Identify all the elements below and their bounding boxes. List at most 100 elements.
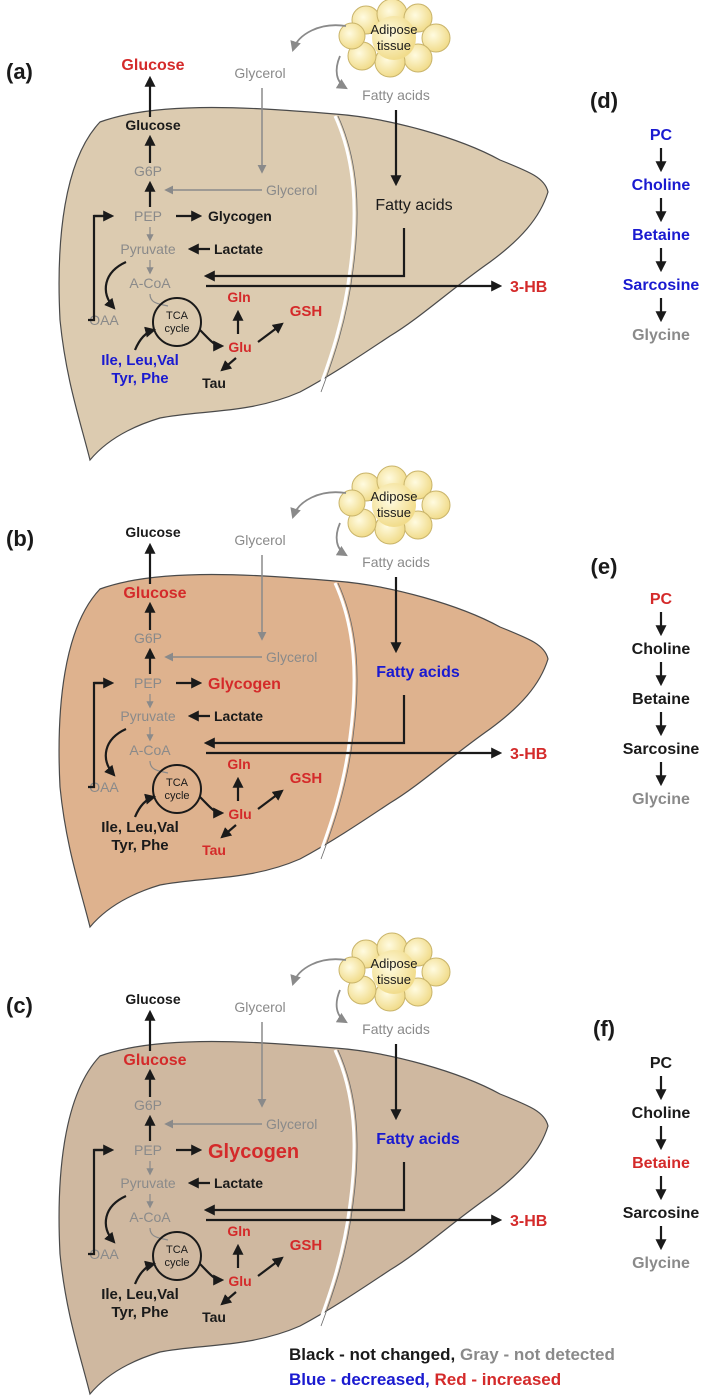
fatty-acids-in: Fatty acids <box>376 664 460 681</box>
amino-acids-line1: Ile, Leu,Val <box>101 1286 179 1303</box>
glycine: Glycine <box>632 327 690 344</box>
panel-b-tag: (b) <box>6 526 34 551</box>
fatty-acids-out: Fatty acids <box>362 1021 430 1037</box>
tca-label-line2: cycle <box>164 1257 189 1269</box>
glycerol-out: Glycerol <box>234 999 285 1015</box>
amino-acids-line2: Tyr, Phe <box>111 370 168 387</box>
pathway-d: (d) PC Choline Betaine Sarcosine Glycine <box>590 88 699 344</box>
3hb: 3-HB <box>510 746 547 763</box>
sarcosine: Sarcosine <box>623 741 700 758</box>
panel-a: (a) Adipose tissue Glycerol Fatty acids … <box>6 0 549 462</box>
adipose-tissue-b: Adipose tissue <box>338 465 451 545</box>
adipose-label-line2: tissue <box>377 505 411 520</box>
gsh: GSH <box>290 303 323 320</box>
pep: PEP <box>134 208 162 224</box>
g6p: G6P <box>134 163 162 179</box>
glycerol-out: Glycerol <box>234 65 285 81</box>
amino-acids-line2: Tyr, Phe <box>111 1304 168 1321</box>
fatty-acids-out: Fatty acids <box>362 554 430 570</box>
sarcosine: Sarcosine <box>623 277 700 294</box>
amino-acids-line1: Ile, Leu,Val <box>101 352 179 369</box>
fatty-acids-in: Fatty acids <box>375 197 452 214</box>
glycogen: Glycogen <box>208 1141 299 1163</box>
adipose-label-line2: tissue <box>377 972 411 987</box>
betaine: Betaine <box>632 1155 690 1172</box>
tau: Tau <box>202 1309 226 1325</box>
pyruvate: Pyruvate <box>120 1175 175 1191</box>
oaa: OAA <box>89 312 119 328</box>
glucose-out: Glucose <box>121 57 184 74</box>
amino-acids-line2: Tyr, Phe <box>111 837 168 854</box>
glu: Glu <box>228 806 251 822</box>
pep: PEP <box>134 1142 162 1158</box>
tau: Tau <box>202 375 226 391</box>
tca-label-line1: TCA <box>166 777 189 789</box>
glycine: Glycine <box>632 1255 690 1272</box>
acoa: A-CoA <box>129 1209 171 1225</box>
lactate: Lactate <box>214 708 263 724</box>
acoa: A-CoA <box>129 275 171 291</box>
glycerol-out: Glycerol <box>234 532 285 548</box>
g6p: G6P <box>134 1097 162 1113</box>
legend: Black - not changed, Gray - not detected… <box>289 1345 615 1389</box>
gsh: GSH <box>290 770 323 787</box>
liver-shape-c <box>58 1040 549 1396</box>
lactate: Lactate <box>214 1175 263 1191</box>
glycerol-in: Glycerol <box>266 182 317 198</box>
betaine: Betaine <box>632 227 690 244</box>
adipose-tissue-a: Adipose tissue <box>338 0 451 78</box>
3hb: 3-HB <box>510 279 547 296</box>
pyruvate: Pyruvate <box>120 708 175 724</box>
legend-red: Red - increased <box>430 1370 561 1389</box>
choline: Choline <box>632 1105 691 1122</box>
liver-shape-b <box>58 573 549 929</box>
tca-label-line1: TCA <box>166 1244 189 1256</box>
adipose-label-line1: Adipose <box>371 956 418 971</box>
glycerol-in: Glycerol <box>266 1116 317 1132</box>
legend-line1: Black - not changed, Gray - not detected <box>289 1345 615 1364</box>
pathway-f-tag: (f) <box>593 1016 615 1041</box>
glucose-out: Glucose <box>125 524 180 540</box>
pathway-f: (f) PC Choline Betaine Sarcosine Glycine <box>593 1016 699 1272</box>
glucose-in: Glucose <box>123 1052 186 1069</box>
tca-label-line2: cycle <box>164 323 189 335</box>
pc: PC <box>650 127 673 144</box>
gsh: GSH <box>290 1237 323 1254</box>
gln: Gln <box>227 289 250 305</box>
pyruvate: Pyruvate <box>120 241 175 257</box>
lactate: Lactate <box>214 241 263 257</box>
glycogen: Glycogen <box>208 208 272 224</box>
legend-black: Black - not changed, <box>289 1345 455 1364</box>
tau: Tau <box>202 842 226 858</box>
liver-shape-a <box>58 106 549 462</box>
adipose-tissue-c: Adipose tissue <box>338 932 451 1012</box>
tca-label-line2: cycle <box>164 790 189 802</box>
panel-a-tag: (a) <box>6 59 33 84</box>
oaa: OAA <box>89 1246 119 1262</box>
panel-c-tag: (c) <box>6 993 33 1018</box>
adipose-label-line1: Adipose <box>371 489 418 504</box>
oaa: OAA <box>89 779 119 795</box>
fatty-acids-in: Fatty acids <box>376 1131 460 1148</box>
pep: PEP <box>134 675 162 691</box>
gln: Gln <box>227 1223 250 1239</box>
gln: Gln <box>227 756 250 772</box>
glycogen: Glycogen <box>208 676 281 693</box>
g6p: G6P <box>134 630 162 646</box>
glycine: Glycine <box>632 791 690 808</box>
pathway-e: (e) PC Choline Betaine Sarcosine Glycine <box>591 554 700 808</box>
legend-blue: Blue - decreased, <box>289 1370 430 1389</box>
glu: Glu <box>228 1273 251 1289</box>
glucose-in: Glucose <box>123 585 186 602</box>
betaine: Betaine <box>632 691 690 708</box>
sarcosine: Sarcosine <box>623 1205 700 1222</box>
pathway-e-tag: (e) <box>591 554 618 579</box>
glucose-in: Glucose <box>125 117 180 133</box>
amino-acids-line1: Ile, Leu,Val <box>101 819 179 836</box>
pc: PC <box>650 591 673 608</box>
acoa: A-CoA <box>129 742 171 758</box>
choline: Choline <box>632 177 691 194</box>
tca-label-line1: TCA <box>166 310 189 322</box>
legend-gray: Gray - not detected <box>455 1345 615 1364</box>
